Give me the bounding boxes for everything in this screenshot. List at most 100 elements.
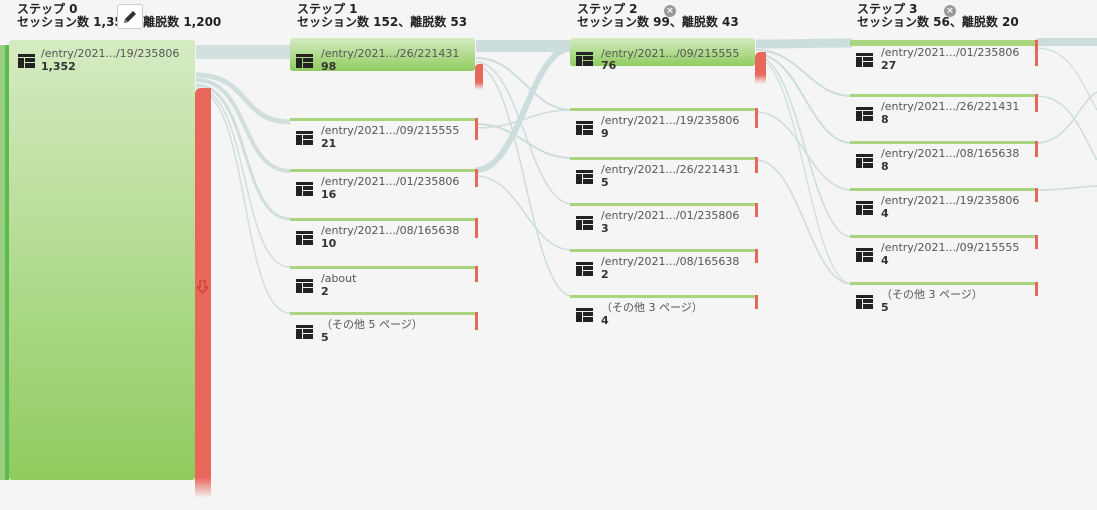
node-count: 27	[881, 59, 897, 72]
step-title: ステップ 0	[17, 2, 78, 16]
node-dropoff	[755, 249, 758, 263]
step2-node-main[interactable]: /entry/2021.../09/215555 76	[570, 38, 755, 72]
node-bar	[850, 188, 1035, 191]
node-count: 4	[881, 254, 889, 267]
node-bar	[570, 157, 755, 160]
node-label: /entry/2021.../01/235806	[881, 46, 1020, 59]
node-bar	[570, 249, 755, 252]
node-dropoff	[755, 295, 758, 309]
node-label: /entry/2021.../09/215555	[881, 241, 1020, 254]
step3-node[interactable]: （その他 3 ページ）5	[850, 282, 1038, 316]
node-bar	[290, 312, 475, 315]
dropoff-arrow-icon	[197, 280, 208, 294]
node-dropoff	[475, 218, 478, 238]
node-count: 5	[881, 301, 889, 314]
node-dropoff	[1035, 188, 1038, 202]
step2-dropoff-bar[interactable]	[755, 52, 766, 84]
step2-node[interactable]: （その他 3 ページ）4	[570, 295, 758, 329]
node-count: 10	[321, 237, 337, 250]
node-dropoff	[1035, 282, 1038, 296]
step-2-header: ステップ 2 セッション数 99、離脱数 43	[577, 3, 739, 29]
page-layout-icon	[576, 121, 593, 135]
node-count: 21	[321, 137, 337, 150]
node-label: /entry/2021.../08/165638	[321, 224, 460, 237]
node-count: 8	[881, 113, 889, 126]
node-count: 5	[601, 176, 609, 189]
node-label: （その他 5 ページ）	[321, 318, 423, 331]
page-layout-icon	[296, 325, 313, 339]
step-stats: セッション数 56、離脱数 20	[857, 15, 1019, 29]
page-layout-icon	[856, 201, 873, 215]
page-layout-icon	[18, 54, 35, 68]
close-circle-icon[interactable]: ×	[944, 5, 956, 17]
step1-dropoff-bar[interactable]	[475, 64, 483, 90]
node-label: /entry/2021.../09/215555	[601, 47, 740, 60]
node-dropoff	[475, 118, 478, 140]
close-circle-icon[interactable]: ×	[664, 5, 676, 17]
node-count: 2	[321, 285, 329, 298]
node-label: /entry/2021.../26/221431	[881, 100, 1020, 113]
node-bar	[290, 266, 475, 269]
node-label: /about	[321, 272, 357, 285]
edit-step-button[interactable]	[117, 4, 143, 29]
node-count: 98	[321, 60, 337, 73]
step-title: ステップ 1	[297, 2, 358, 16]
node-bar	[850, 235, 1035, 238]
node-dropoff	[755, 203, 758, 217]
node-dropoff	[475, 169, 478, 187]
step-stats: セッション数 152、離脱数 53	[297, 15, 468, 29]
node-count: 76	[601, 59, 617, 72]
page-layout-icon	[856, 107, 873, 121]
node-count: 16	[321, 188, 337, 201]
node-bar	[850, 141, 1035, 144]
node-count: 8	[881, 160, 889, 173]
node-count: 3	[601, 222, 609, 235]
node-label: /entry/2021.../01/235806	[601, 209, 740, 222]
flows-step0-step1	[195, 44, 291, 314]
node-dropoff	[1035, 94, 1038, 112]
page-layout-icon	[296, 279, 313, 293]
node-bar	[290, 218, 475, 221]
flows-step3-beyond	[1035, 38, 1097, 191]
page-layout-icon	[856, 295, 873, 309]
step-title: ステップ 2	[577, 2, 638, 16]
node-bar	[850, 40, 1035, 46]
step-stats: セッション数 99、離脱数 43	[577, 15, 739, 29]
page-layout-icon	[576, 52, 593, 66]
node-label: /entry/2021.../19/235806	[881, 194, 1020, 207]
page-layout-icon	[856, 248, 873, 262]
node-label: /entry/2021.../19/235806	[601, 114, 740, 127]
node-dropoff	[755, 157, 758, 173]
node-dropoff	[755, 108, 758, 128]
node-bar	[570, 295, 755, 298]
step0-node[interactable]: /entry/2021.../19/235806 1,352	[9, 40, 195, 480]
flows-step1-step2	[475, 39, 573, 297]
node-label: /entry/2021.../01/235806	[321, 175, 460, 188]
step1-node-main[interactable]: /entry/2021.../26/221431 98	[290, 38, 475, 73]
step1-node[interactable]: （その他 5 ページ）5	[290, 312, 478, 346]
page-layout-icon	[576, 262, 593, 276]
step-3-header: ステップ 3 セッション数 56、離脱数 20	[857, 3, 1019, 29]
node-bar	[570, 203, 755, 206]
node-dropoff	[475, 266, 478, 282]
page-layout-icon	[296, 54, 313, 68]
page-layout-icon	[856, 154, 873, 168]
node-label: /entry/2021.../08/165638	[601, 255, 740, 268]
page-layout-icon	[576, 170, 593, 184]
node-bar	[290, 118, 475, 121]
node-label: （その他 3 ページ）	[881, 288, 983, 301]
page-layout-icon	[296, 231, 313, 245]
